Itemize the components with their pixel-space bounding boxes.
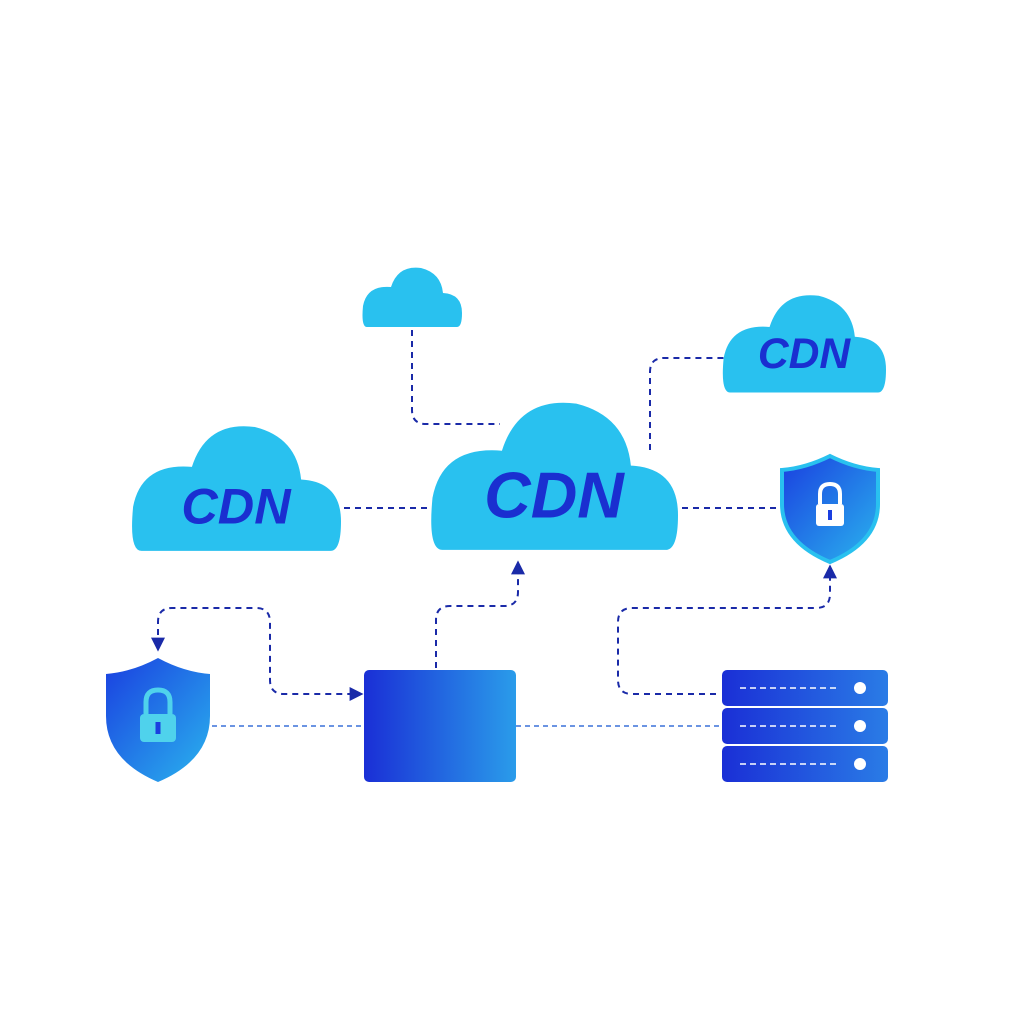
shield-lock-icon-left [106, 658, 210, 782]
connector-center-to-top-right-cloud [649, 357, 726, 450]
cloud-icon-left: CDN [132, 426, 341, 551]
server-rack-icon [722, 670, 888, 782]
shield-lock-icon-right [780, 453, 880, 565]
connectors [151, 330, 837, 701]
cloud-icon-center: CDN [431, 402, 678, 550]
connector-shield-to-box-loop [151, 607, 364, 701]
cloud-icon [362, 267, 462, 327]
cdn-label-center: CDN [484, 460, 625, 532]
server-unit [722, 708, 888, 744]
connector-box-to-center-cloud [435, 560, 525, 668]
cdn-label-left: CDN [181, 478, 292, 535]
lock-icon [140, 687, 176, 742]
lock-icon [816, 481, 844, 526]
server-unit [722, 746, 888, 782]
server-unit [722, 670, 888, 706]
server-box-icon [364, 670, 516, 782]
connector-top-cloud-to-center [411, 330, 500, 425]
cdn-label-top-right: CDN [758, 330, 852, 378]
cloud-icon-top-right: CDN [722, 295, 886, 393]
